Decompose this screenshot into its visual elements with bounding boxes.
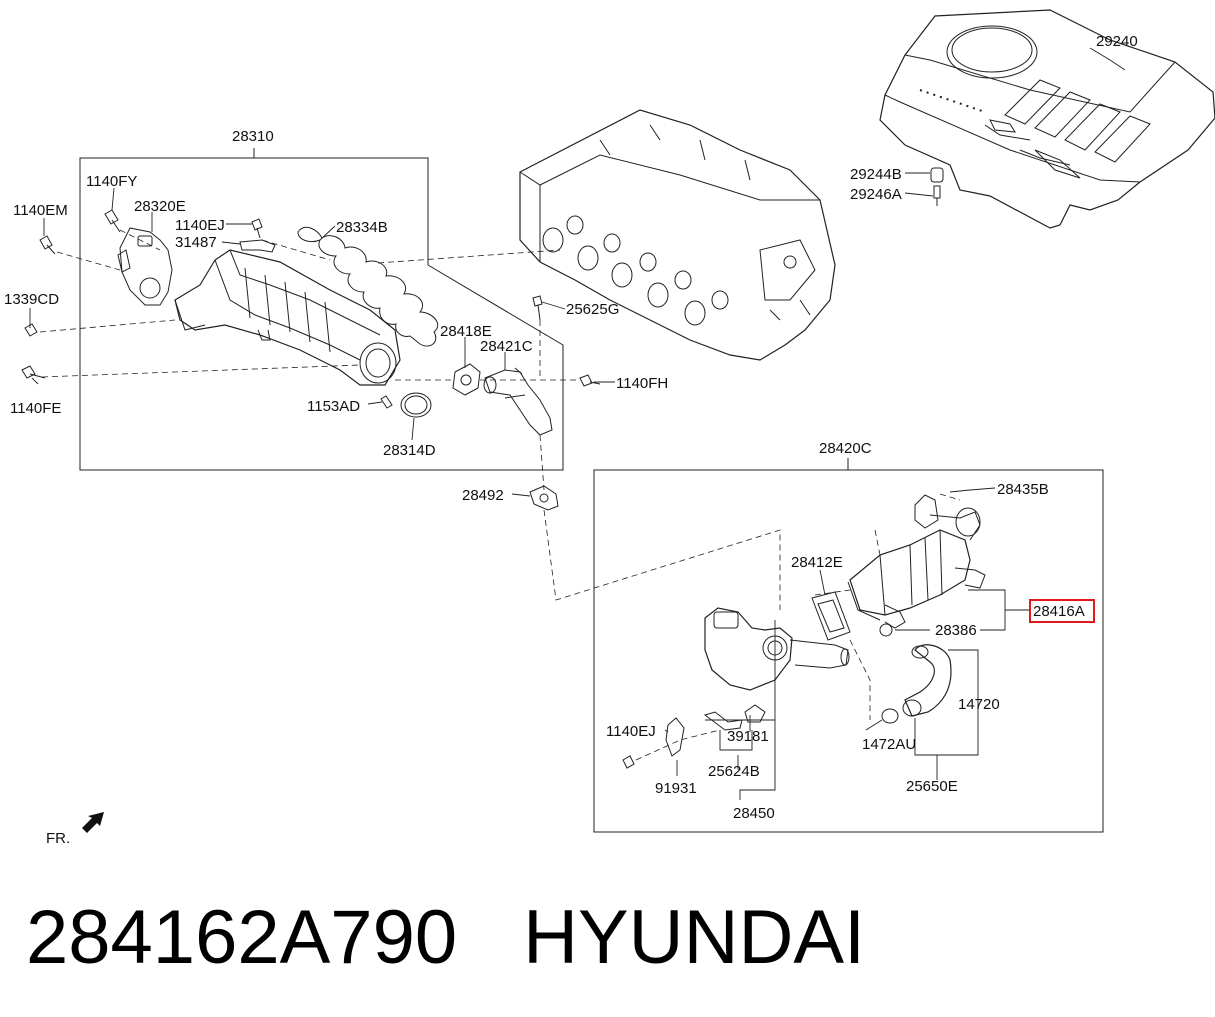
label-1140EM: 1140EM	[13, 202, 68, 219]
label-28421C: 28421C	[480, 338, 533, 355]
dashed-guide-lines	[39, 229, 961, 761]
label-28386: 28386	[935, 622, 977, 639]
label-29246A: 29246A	[850, 186, 902, 203]
label-28420C: 28420C	[819, 440, 872, 457]
label-28418E: 28418E	[440, 323, 492, 340]
label-28492: 28492	[462, 487, 504, 504]
label-28314D: 28314D	[383, 442, 436, 459]
label-14720: 14720	[958, 696, 1000, 713]
front-arrow-icon	[82, 812, 104, 833]
leader-lines	[29, 47, 1126, 800]
label-25624B: 25624B	[708, 763, 760, 780]
brand-name: HYUNDAI	[523, 895, 866, 980]
label-28450: 28450	[733, 805, 775, 822]
label-28310: 28310	[232, 128, 274, 145]
cylinder-head-drawing	[519, 109, 836, 361]
engine-cover-drawing	[879, 9, 1215, 229]
label-29240: 29240	[1096, 33, 1138, 50]
label-25625G: 25625G	[566, 301, 619, 318]
bolt-drawings	[21, 209, 601, 387]
label-28435B: 28435B	[997, 481, 1049, 498]
pin-drawing	[380, 395, 393, 409]
label-28416A-highlighted: 28416A	[1033, 603, 1085, 620]
egr-cooler-drawing	[847, 494, 986, 629]
part-number: 284162A790	[26, 895, 458, 980]
o-ring-drawing	[400, 392, 432, 418]
label-29244B: 29244B	[850, 166, 902, 183]
egr-pipe-drawing	[483, 367, 553, 436]
label-39181: 39181	[727, 728, 769, 745]
label-25650E: 25650E	[906, 778, 958, 795]
cover-bushing-drawing	[930, 167, 944, 206]
hose-clamp-drawing	[881, 708, 899, 724]
label-1140FY: 1140FY	[86, 173, 137, 190]
egr-box-lines	[593, 458, 1104, 833]
label-31487: 31487	[175, 234, 217, 251]
label-91931: 91931	[655, 780, 697, 797]
label-28320E: 28320E	[134, 198, 186, 215]
highlight-box	[1029, 599, 1095, 623]
label-1140EJ-top: 1140EJ	[175, 217, 225, 234]
label-1140FH: 1140FH	[616, 375, 668, 392]
intake-box-lines	[79, 148, 564, 471]
part-caption: 284162A790 HYUNDAI	[26, 888, 1186, 988]
label-28412E: 28412E	[791, 554, 843, 571]
label-1140EJ-bottom: 1140EJ	[606, 723, 656, 740]
egr-valve-drawing	[704, 607, 850, 691]
manifold-gasket-drawing	[297, 226, 439, 347]
intake-manifold-drawing	[174, 249, 401, 386]
small-o-ring-drawing	[879, 623, 893, 637]
pipe-flange-drawing	[452, 363, 481, 396]
label-1472AU: 1472AU	[862, 736, 916, 753]
label-fr: FR.	[46, 830, 70, 847]
label-1339CD: 1339CD	[4, 291, 59, 308]
bracket-drawing	[239, 239, 276, 253]
hose-drawing	[902, 644, 952, 717]
label-1153AD: 1153AD	[307, 398, 360, 415]
cooler-gasket-drawing	[811, 591, 851, 641]
label-1140FE: 1140FE	[10, 400, 61, 417]
label-28334B: 28334B	[336, 219, 388, 236]
throttle-body-drawing	[117, 227, 173, 306]
parts-diagram: 29240 29244B 29246A 28310 1140FY 1140EM …	[4, 9, 1215, 847]
